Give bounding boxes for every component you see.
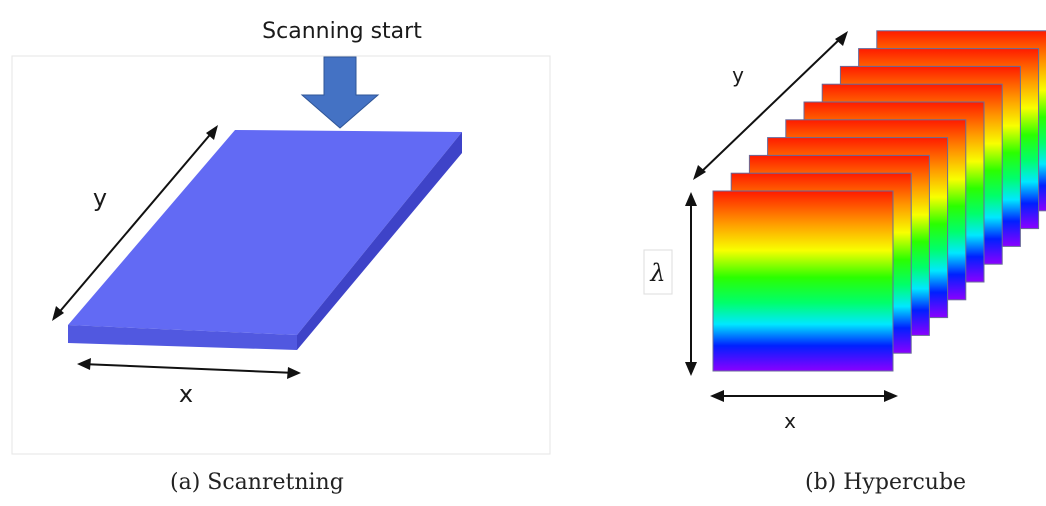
scan-direction-figure: Scanning start y x [11,19,551,455]
slab-front-face [68,325,297,350]
slab-right-face [297,132,462,350]
x-dimension-arrow [77,358,301,379]
lambda-dimension-arrow [685,192,697,376]
lambda-label: λ [649,259,665,287]
y-dimension-arrow [52,125,218,321]
y-dimension-arrow-b [693,31,848,180]
y-axis-label-b: y [732,63,744,87]
scan-arrow-icon [300,56,380,129]
x-axis-label: x [179,380,193,408]
y-axis-label: y [93,184,107,212]
panel-scan-direction: Scanning start y x (a) Scanretning [11,19,551,495]
x-dimension-arrow-b [710,390,898,402]
x-axis-label-b: x [784,409,796,433]
caption-b: (b) Hypercube [805,470,967,495]
hypercube-figure: y λ x [643,30,1046,433]
scanning-start-label: Scanning start [262,19,422,44]
slab-top-face [68,130,462,335]
spectral-frame-stack [712,30,1046,372]
lambda-label-box [643,249,673,295]
panel-hypercube: y λ x (b) Hypercube [600,0,1046,501]
caption-a: (a) Scanretning [170,470,344,495]
spectral-frame [712,190,894,372]
